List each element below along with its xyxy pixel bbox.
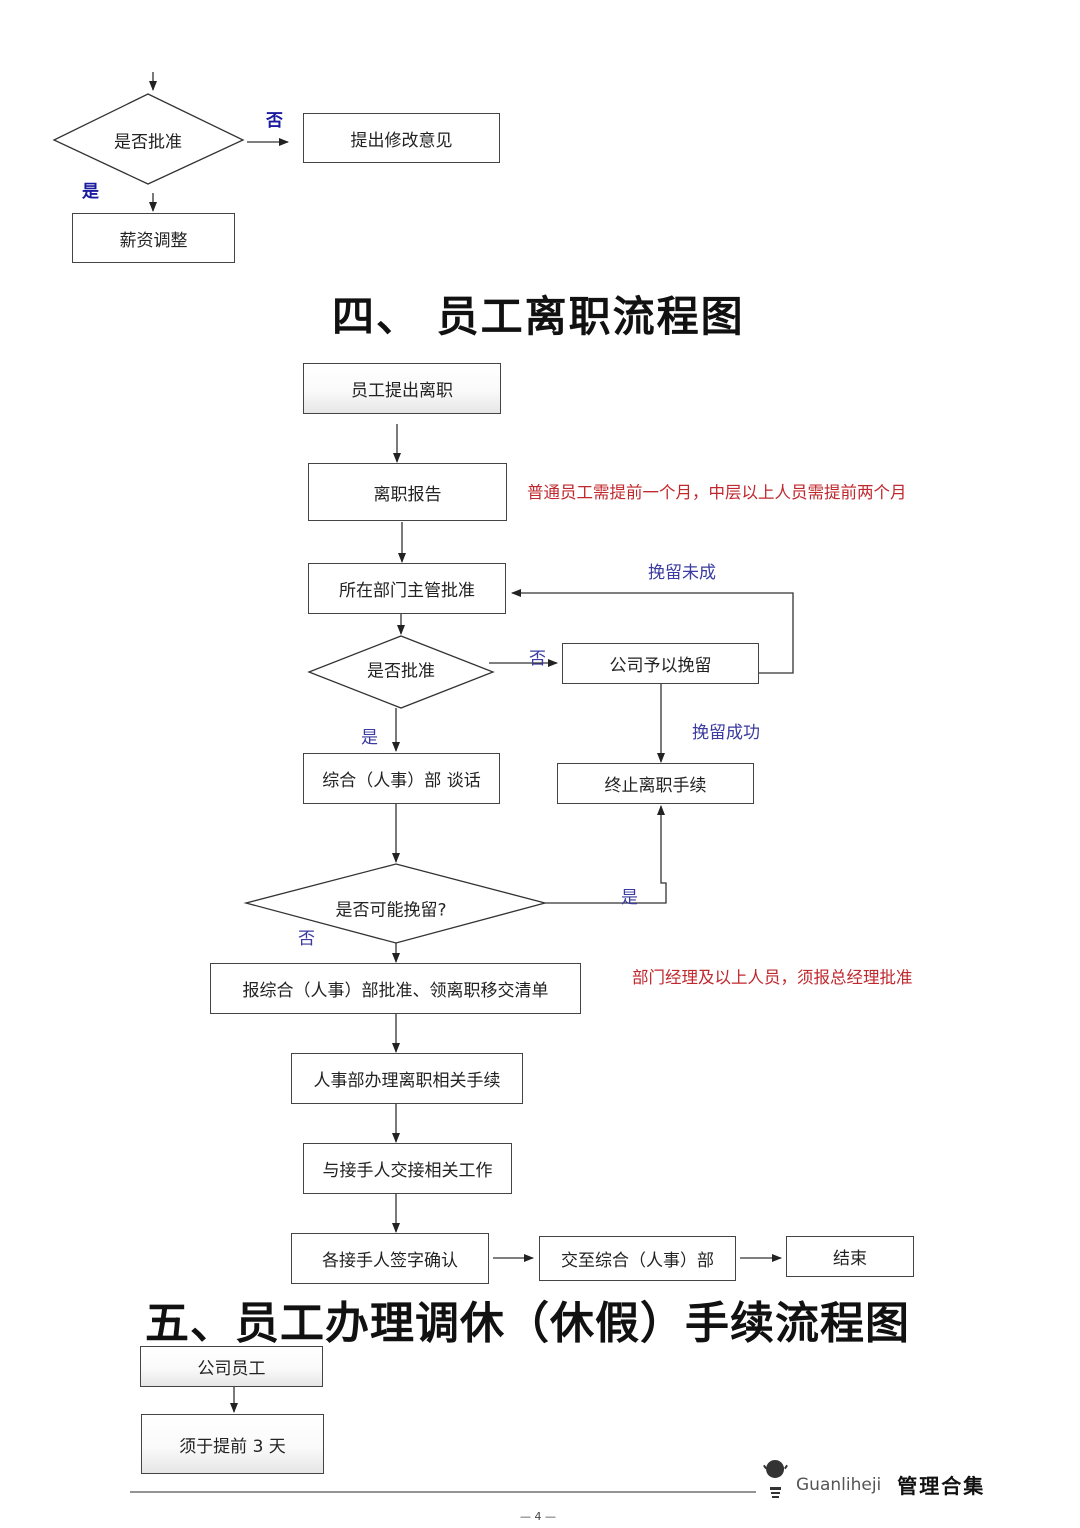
decision-can-retain-label: 是否可能挽留? <box>335 900 447 921</box>
can-retain-yes-label: 是 <box>621 888 638 908</box>
approve-no-label: 否 <box>529 649 546 669</box>
lightbulb-icon <box>763 1460 788 1498</box>
hr-approve-note: 部门经理及以上人员，须报总经理批准 <box>632 968 913 987</box>
arrow-retain-fail-loop <box>511 589 794 674</box>
can-retain-no-label: 否 <box>298 929 315 949</box>
box-end: 结束 <box>786 1236 914 1277</box>
decision-approve-label-s3: 是否批准 <box>114 132 182 153</box>
box-salary-adjust: 薪资调整 <box>72 213 235 263</box>
section4-title: 四、 员工离职流程图 <box>332 292 745 341</box>
box-terminate: 终止离职手续 <box>557 763 754 804</box>
yes-label-s3: 是 <box>82 182 99 202</box>
page-number: — 4 — <box>520 1510 556 1523</box>
box-retain: 公司予以挽留 <box>562 643 759 684</box>
decision-diamond-approve-s3 <box>52 93 245 185</box>
box-submit: 交至综合（人事）部 <box>539 1236 736 1281</box>
decision-diamond-approve <box>307 635 495 709</box>
box-sign: 各接手人签字确认 <box>291 1233 489 1284</box>
box-talk: 综合（人事）部 谈话 <box>303 753 500 804</box>
brand-en: Guanliheji <box>796 1474 882 1495</box>
report-note: 普通员工需提前一个月，中层以上人员需提前两个月 <box>527 483 907 502</box>
retain-success-label: 挽留成功 <box>692 723 760 743</box>
section5-title: 五、员工办理调休（休假）手续流程图 <box>145 1298 910 1349</box>
box-supervisor: 所在部门主管批准 <box>308 563 506 614</box>
box-propose-changes: 提出修改意见 <box>303 113 500 163</box>
arrow-canretain-terminate <box>545 805 667 904</box>
box-hr-approve: 报综合（人事）部批准、领离职移交清单 <box>210 963 581 1014</box>
decision-approve-label: 是否批准 <box>367 661 435 682</box>
box-employee: 公司员工 <box>140 1346 323 1387</box>
footer-brand: Guanliheji 管理合集 <box>764 1470 985 1499</box>
box-start: 员工提出离职 <box>303 363 501 414</box>
retain-fail-label: 挽留未成 <box>648 563 716 583</box>
brand-cn: 管理合集 <box>897 1474 986 1498</box>
box-advance: 须于提前 3 天 <box>141 1414 324 1474</box>
box-hr-procedures: 人事部办理离职相关手续 <box>291 1053 523 1104</box>
no-label-s3: 否 <box>266 111 283 131</box>
approve-yes-label: 是 <box>361 728 378 748</box>
box-report: 离职报告 <box>308 463 507 521</box>
box-handover: 与接手人交接相关工作 <box>303 1143 512 1194</box>
